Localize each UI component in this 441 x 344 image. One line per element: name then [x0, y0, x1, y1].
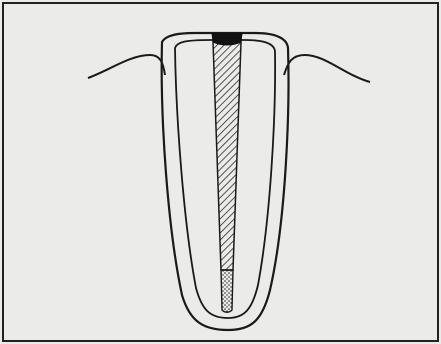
root-canal-filling [213, 42, 241, 270]
apical-plug [221, 270, 233, 312]
coronal-seal [212, 33, 242, 45]
gum-line-left [88, 55, 165, 78]
gum-line-right [284, 55, 370, 82]
